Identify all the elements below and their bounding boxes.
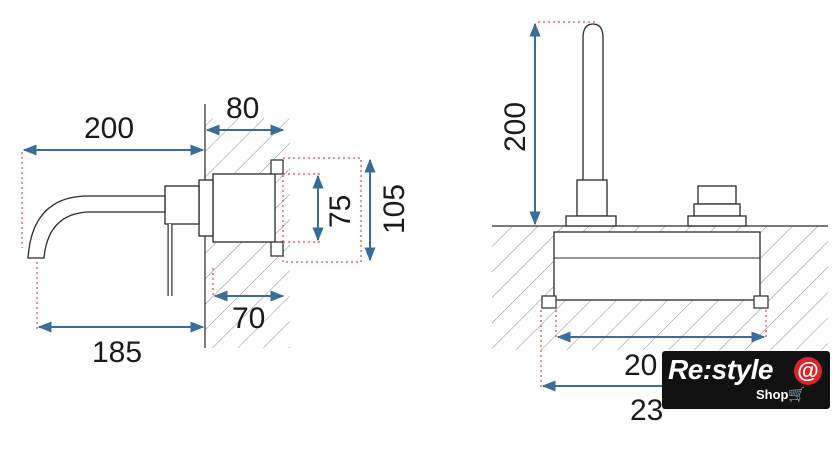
valve-body xyxy=(212,173,276,243)
label-dim-200-right: 200 xyxy=(499,102,532,152)
handle-base xyxy=(687,215,747,227)
brand-logo-text: Re:style xyxy=(668,354,773,385)
box-foot-right xyxy=(753,295,769,309)
tall-spout-pipe xyxy=(582,23,604,180)
valve-cap-bottom xyxy=(270,241,284,257)
brand-logo: Re:style @ Shop 🛒 xyxy=(662,351,830,409)
box-foot-left xyxy=(541,295,557,309)
label-dim-185: 185 xyxy=(92,336,142,369)
wall-plate xyxy=(198,179,214,237)
brand-logo-subtext: Shop xyxy=(756,387,789,402)
spout-collar xyxy=(576,179,608,217)
label-dim-105: 105 xyxy=(378,184,411,234)
spout xyxy=(27,195,166,259)
cart-icon: 🛒 xyxy=(788,387,806,403)
label-dim-75: 75 xyxy=(324,195,357,228)
handle-neck xyxy=(693,203,741,217)
left-side-view: 200 80 75 105 70 185 xyxy=(21,92,411,369)
brand-at-icon: @ xyxy=(794,357,822,385)
concealed-box-outline xyxy=(282,157,362,263)
right-front-view: 200 20 23 xyxy=(492,21,828,427)
label-dim-70: 70 xyxy=(232,302,265,335)
label-dim-overall-width: 23 xyxy=(630,394,663,427)
label-dim-200-left: 200 xyxy=(84,112,134,145)
valve-cap-top xyxy=(270,159,284,175)
mixer-lever-body xyxy=(164,185,200,225)
handle-top xyxy=(697,185,737,205)
concealed-box xyxy=(553,231,761,301)
label-dim-box-width: 20 xyxy=(624,349,657,382)
spout-base xyxy=(565,215,617,227)
label-dim-80: 80 xyxy=(226,92,259,125)
